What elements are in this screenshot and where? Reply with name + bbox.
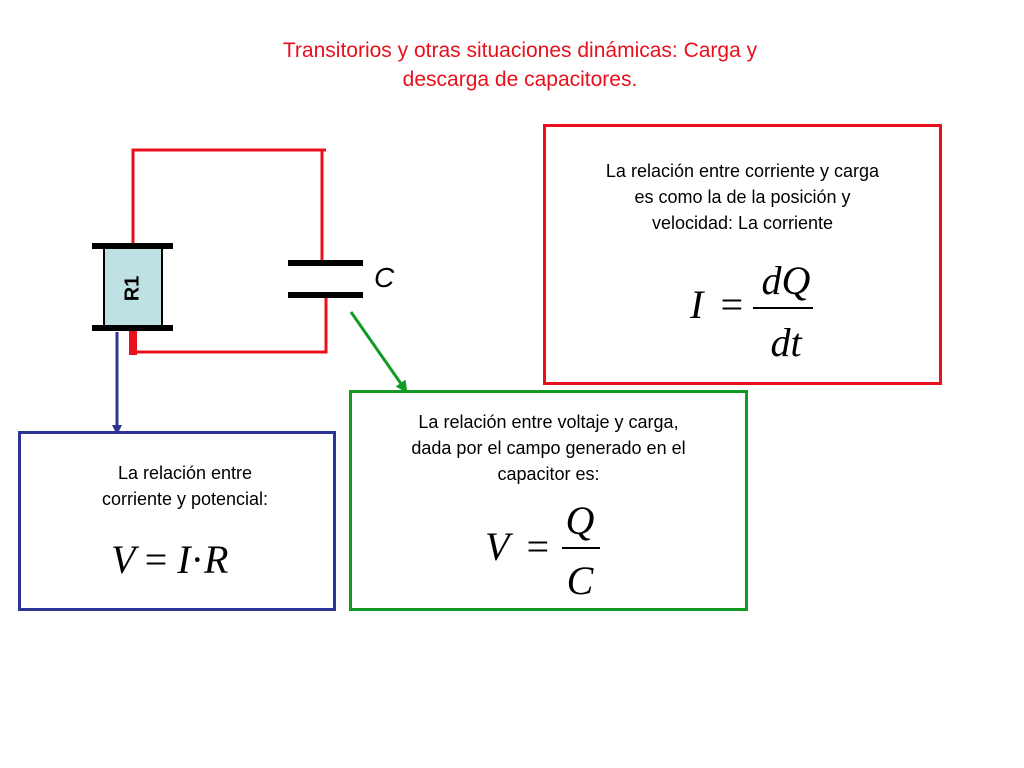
ohm-formula-v: V (111, 537, 135, 582)
ohm-formula: V = I·R (111, 540, 228, 580)
resistor-top-cap (92, 243, 173, 249)
resistor-body (103, 247, 163, 327)
voltage-charge-box: La relación entre voltaje y carga, dada … (349, 390, 748, 611)
title-line-1: Transitorios y otras situaciones dinámic… (282, 39, 758, 62)
slide-title: Transitorios y otras situaciones dinámic… (200, 36, 840, 94)
title-line-2: descarga de capacitores. (402, 68, 638, 91)
current-charge-box: La relación entre corriente y carga es c… (543, 124, 942, 385)
ohm-formula-r: R (203, 537, 229, 582)
capacitor-plate-bottom (288, 292, 363, 298)
current-fraction-bar (753, 307, 813, 309)
ohm-text-line-2: corriente y potencial: (101, 489, 269, 509)
resistor-bottom-cap (92, 325, 173, 331)
ohm-box-text: La relación entre corriente y potencial: (73, 460, 297, 512)
resistor-label: R1 (121, 275, 144, 301)
voltage-fraction-bar (562, 547, 600, 549)
current-formula-equals: = (718, 282, 745, 327)
ohm-formula-equals: = (144, 537, 168, 582)
ohm-formula-i: I (177, 537, 191, 582)
current-text-line-1: La relación entre corriente y carga (605, 161, 880, 181)
current-text-line-3: velocidad: La corriente (651, 213, 834, 233)
ohm-formula-dot: · (190, 537, 204, 582)
voltage-text-line-2: dada por el campo generado en el (411, 438, 686, 458)
green-arrow (349, 311, 408, 393)
current-formula-lhs: I (690, 282, 704, 327)
bottom-wire (133, 296, 328, 354)
voltage-formula-denominator: C (566, 558, 594, 603)
resistor-bottom-lead (129, 331, 137, 355)
ohm-law-box: La relación entre corriente y potencial:… (18, 431, 336, 611)
voltage-text-line-3: capacitor es: (497, 464, 600, 484)
top-wire (131, 148, 326, 244)
voltage-formula-equals: = (524, 524, 551, 569)
voltage-formula-numerator: Q (565, 498, 595, 543)
ohm-text-line-1: La relación entre (117, 463, 253, 483)
current-formula-numerator: dQ (761, 258, 811, 303)
voltage-formula-lhs: V (485, 524, 510, 569)
voltage-box-text: La relación entre voltaje y carga, dada … (352, 409, 745, 487)
current-text-line-2: es como la de la posición y (634, 187, 851, 207)
voltage-text-line-1: La relación entre voltaje y carga, (418, 412, 679, 432)
current-box-text: La relación entre corriente y carga es c… (546, 158, 939, 236)
capacitor-label: C (374, 262, 395, 293)
current-formula-denominator: dt (770, 320, 802, 365)
capacitor-plate-top (288, 260, 363, 266)
